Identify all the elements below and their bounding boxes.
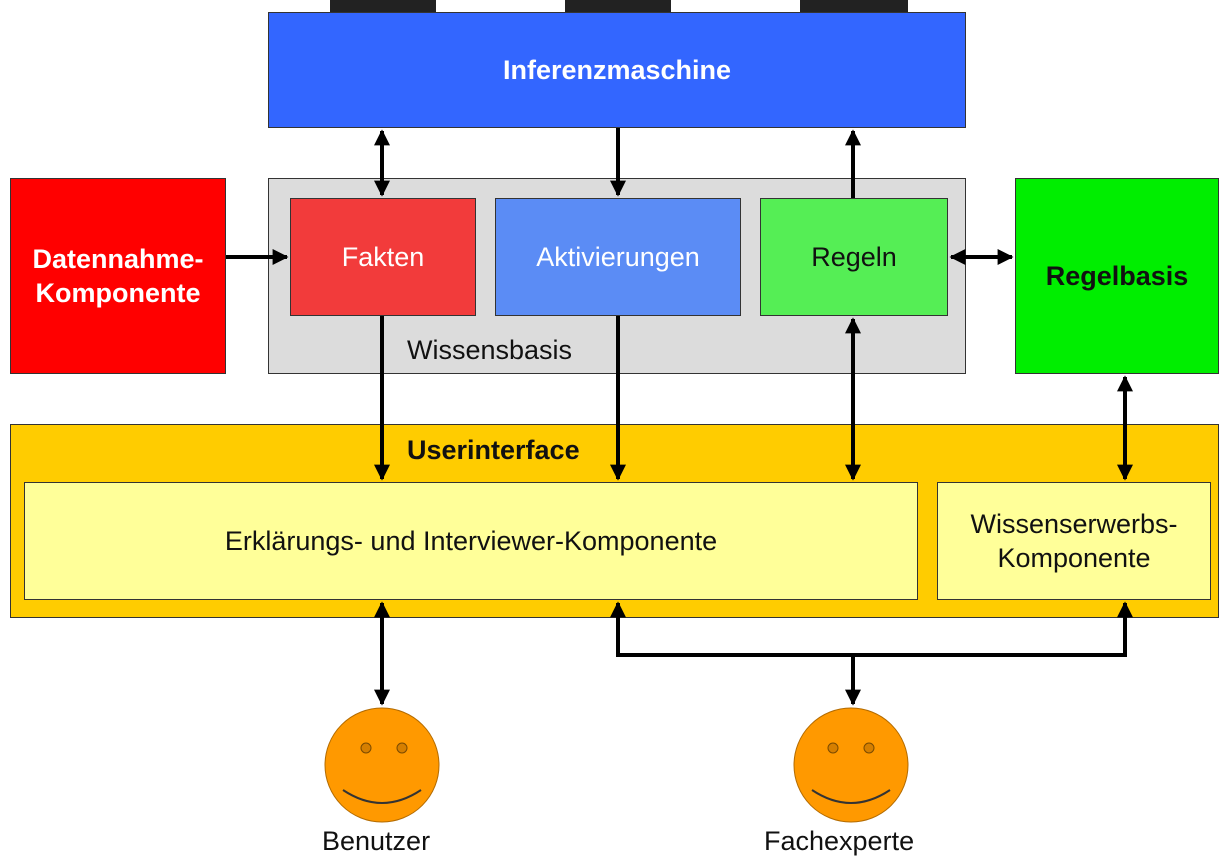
knowledge-base-label: Wissensbasis [407, 335, 573, 365]
user-label: Benutzer [322, 826, 431, 856]
data-component-label-line2: Komponente [35, 278, 201, 308]
data-component-label-line1: Datennahme- [32, 244, 204, 274]
acquisition-component-label-line2: Komponente [997, 543, 1151, 573]
acquisition-component-box: Wissenserwerbs- Komponente [937, 482, 1211, 600]
rule-base-label: Regelbasis [1045, 260, 1189, 291]
user-smiley-icon [324, 707, 440, 823]
explanation-component-box: Erklärungs- und Interviewer-Komponente [24, 482, 918, 600]
expert-label: Fachexperte [764, 826, 915, 856]
arrow-expert-explanation [610, 601, 853, 657]
acquisition-component-label-line1: Wissenserwerbs- [970, 509, 1178, 539]
rules-box: Regeln [760, 198, 948, 316]
facts-label: Fakten [341, 241, 425, 272]
top-strip-middle [565, 0, 671, 12]
rules-label: Regeln [811, 241, 897, 272]
expert-smiley-icon [793, 707, 909, 823]
user-interface-label: Userinterface [407, 435, 580, 465]
activations-label: Aktivierungen [536, 241, 700, 272]
inference-engine-box: Inferenzmaschine [268, 12, 966, 128]
explanation-component-label: Erklärungs- und Interviewer-Komponente [224, 525, 718, 556]
rule-base-box: Regelbasis [1015, 178, 1219, 374]
top-strip-right [800, 0, 908, 12]
arrow-expert-acquisition [853, 601, 1133, 657]
data-component-box: Datennahme- Komponente [10, 178, 226, 374]
facts-box: Fakten [290, 198, 476, 316]
top-strip-left [330, 0, 436, 12]
inference-engine-label: Inferenzmaschine [502, 54, 732, 85]
activations-box: Aktivierungen [495, 198, 741, 316]
